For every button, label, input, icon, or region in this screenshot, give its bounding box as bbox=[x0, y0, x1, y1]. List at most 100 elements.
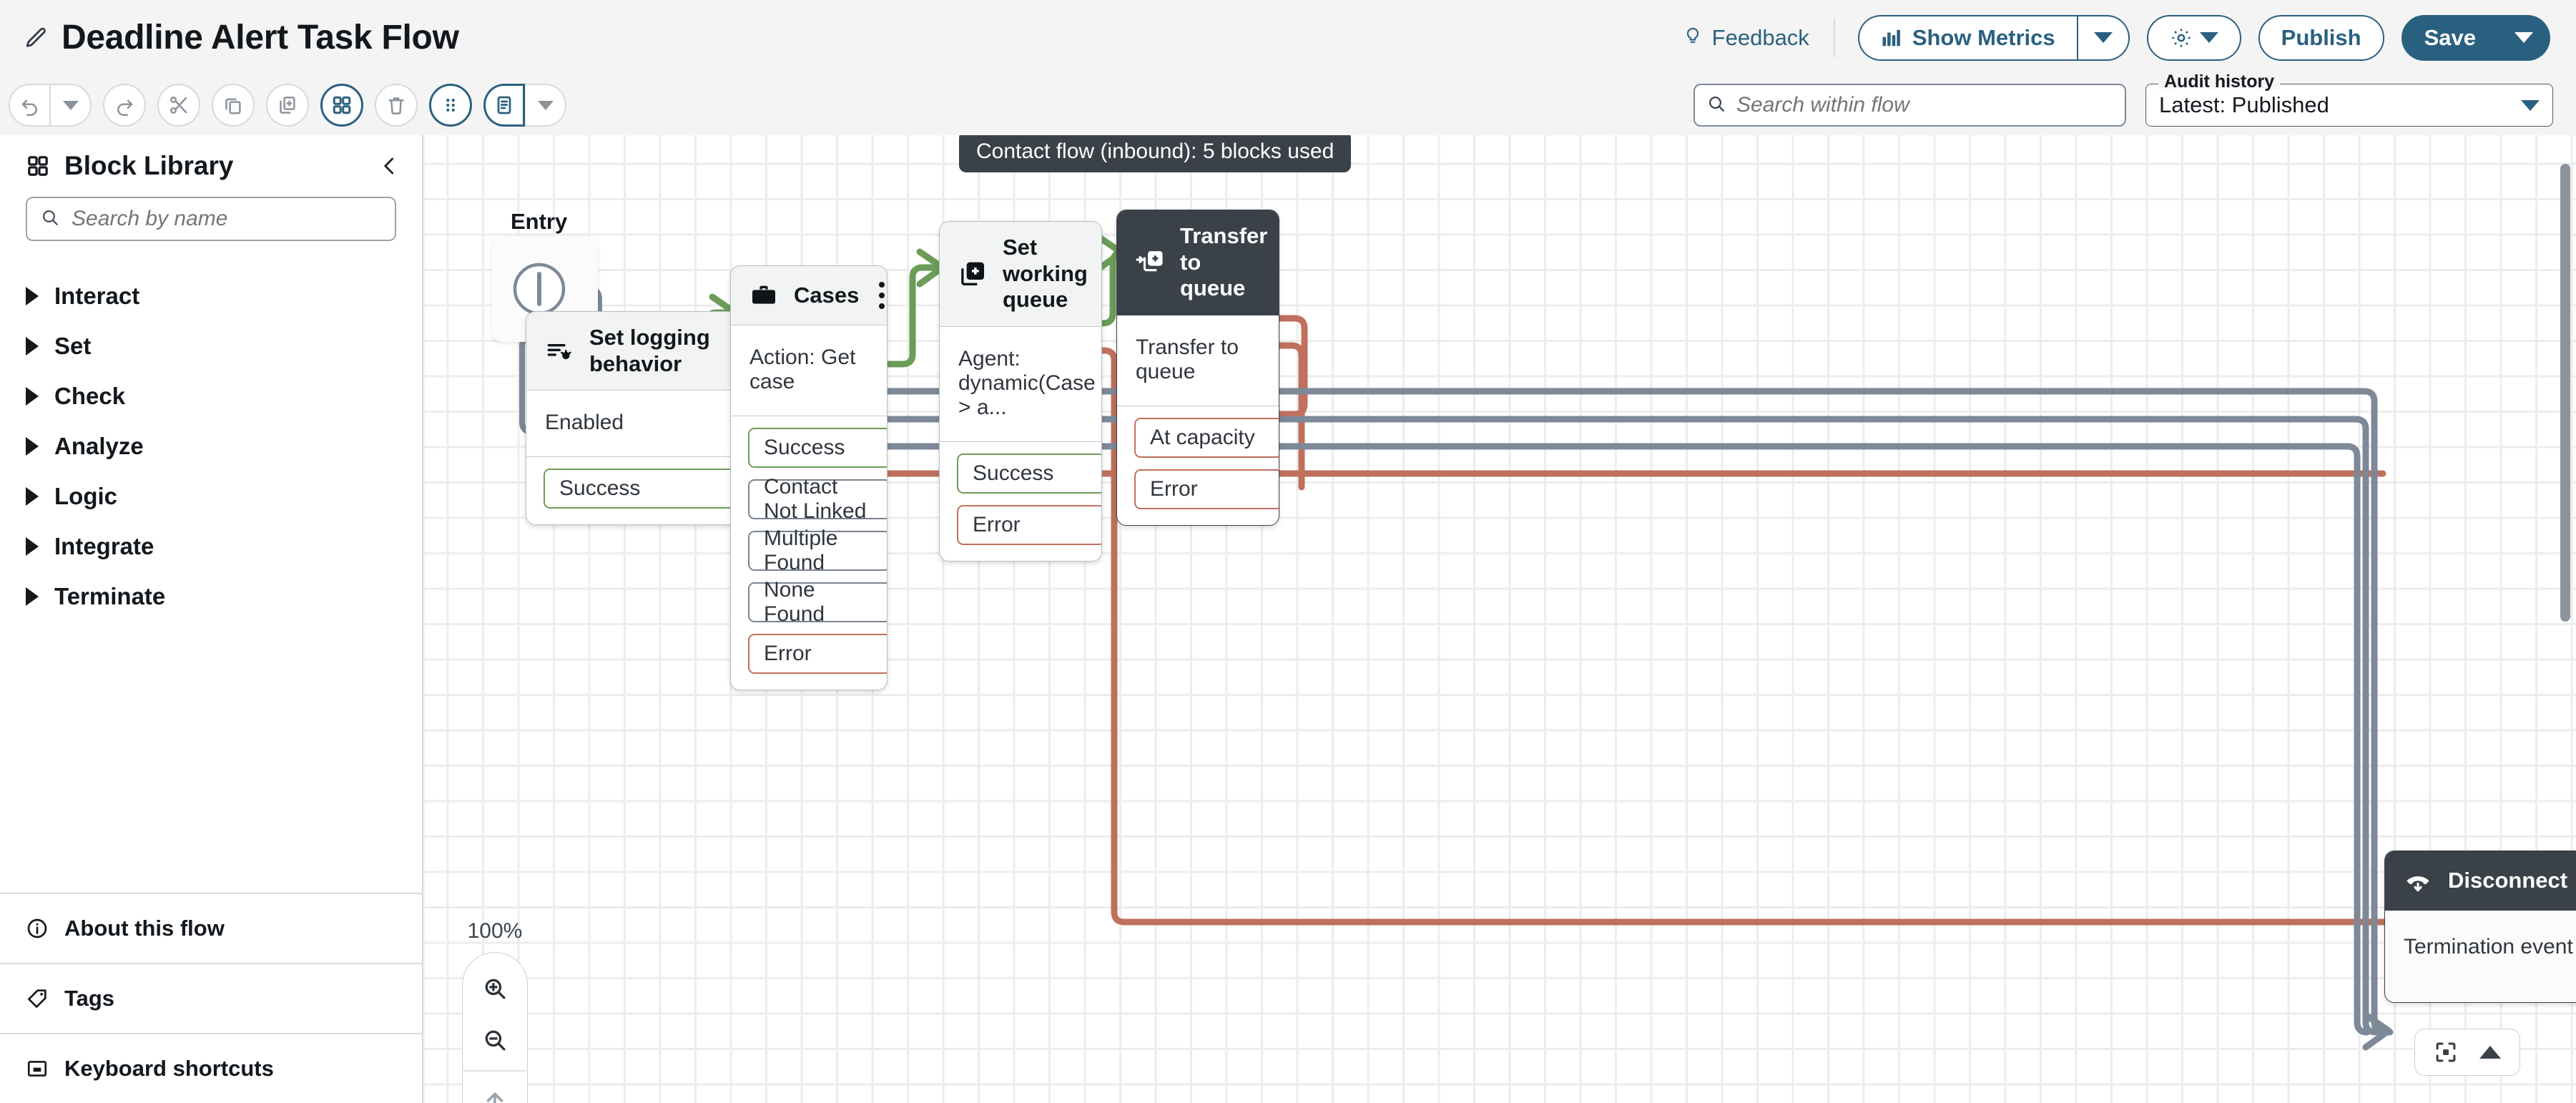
cut-button[interactable] bbox=[157, 84, 200, 127]
grid-layout-button[interactable] bbox=[320, 84, 363, 127]
flow-title-group: Deadline Alert Task Flow bbox=[24, 18, 459, 57]
hangup-icon bbox=[2407, 876, 2429, 892]
chevron-down-icon bbox=[2514, 32, 2533, 43]
undo-button[interactable] bbox=[9, 84, 50, 127]
chevron-down-icon bbox=[62, 100, 79, 110]
sidebar-item-interact[interactable]: Interact bbox=[0, 271, 422, 321]
save-button[interactable]: Save bbox=[2401, 14, 2498, 61]
port-success[interactable]: Success bbox=[957, 453, 1101, 494]
publish-button[interactable]: Publish bbox=[2258, 14, 2384, 61]
sidebar-item-logic[interactable]: Logic bbox=[0, 471, 422, 521]
duplicate-button[interactable] bbox=[266, 84, 309, 127]
show-metrics-button[interactable]: Show Metrics bbox=[1857, 14, 2078, 61]
collapse-sidebar-button[interactable] bbox=[379, 155, 400, 177]
copy-button[interactable] bbox=[212, 84, 255, 127]
port-none-found[interactable]: None Found bbox=[748, 578, 887, 626]
expand-panel-button[interactable] bbox=[2479, 1046, 2501, 1059]
node-header[interactable]: Transfer to queue bbox=[1117, 210, 1279, 315]
audit-history-value: Latest: Published bbox=[2159, 92, 2329, 117]
node-body: Enabled bbox=[526, 391, 820, 458]
logging-icon bbox=[547, 343, 571, 359]
undo-split bbox=[9, 84, 92, 127]
sidebar-item-label: Analyze bbox=[54, 433, 144, 459]
search-within-flow[interactable] bbox=[1693, 84, 2126, 127]
node-set-working-queue[interactable]: Set working queue Agent: dynamic(Case > … bbox=[939, 221, 1102, 562]
block-search-input[interactable] bbox=[72, 207, 382, 231]
chevron-right-icon bbox=[26, 437, 39, 456]
block-library-sidebar: Block Library Interact Set bbox=[0, 135, 423, 1103]
zoom-controls bbox=[462, 952, 528, 1103]
notes-dropdown-button[interactable] bbox=[525, 84, 566, 127]
node-title: Set logging behavior bbox=[589, 325, 710, 376]
grid-icon bbox=[333, 96, 351, 114]
sidebar-item-keyboard-shortcuts[interactable]: Keyboard shortcuts bbox=[0, 1033, 422, 1103]
sidebar-item-about-this-flow[interactable]: About this flow bbox=[0, 893, 422, 963]
zoom-divider bbox=[462, 1070, 528, 1072]
save-split: Save bbox=[2401, 14, 2550, 61]
info-icon bbox=[27, 918, 47, 938]
port-error[interactable]: Error bbox=[957, 504, 1101, 545]
chevron-down-icon bbox=[2521, 99, 2540, 111]
node-header[interactable]: Cases bbox=[731, 266, 887, 325]
node-body[interactable]: Agent: dynamic(Case > a... bbox=[940, 327, 1101, 442]
audit-history-select[interactable]: Latest: Published bbox=[2145, 84, 2553, 127]
settings-dropdown-button[interactable] bbox=[2146, 14, 2241, 61]
sidebar-item-terminate[interactable]: Terminate bbox=[0, 572, 422, 622]
node-ports: Success Contact Not Linked Multiple Foun… bbox=[731, 416, 887, 690]
sidebar-item-tags[interactable]: Tags bbox=[0, 963, 422, 1033]
show-metrics-dropdown-button[interactable] bbox=[2077, 14, 2130, 61]
node-menu-button[interactable] bbox=[875, 279, 887, 312]
notes-button[interactable] bbox=[483, 84, 525, 127]
sidebar-item-check[interactable]: Check bbox=[0, 371, 422, 421]
zoom-level-label: 100% bbox=[467, 919, 523, 943]
zoom-in-button[interactable] bbox=[462, 963, 528, 1014]
chevron-down-icon bbox=[537, 100, 554, 110]
node-transfer-to-queue[interactable]: Transfer to queue Transfer to queue At c… bbox=[1116, 210, 1279, 526]
zoom-out-button[interactable] bbox=[462, 1014, 528, 1066]
sidebar-header: Block Library bbox=[0, 135, 422, 194]
sidebar-footer-label: Keyboard shortcuts bbox=[64, 1056, 274, 1081]
zoom-in-icon bbox=[485, 979, 506, 999]
blocks-used-badge: Contact flow (inbound): 5 blocks used bbox=[959, 135, 1352, 172]
sidebar-footer-label: About this flow bbox=[64, 916, 225, 941]
pencil-icon[interactable] bbox=[24, 26, 49, 50]
sidebar-item-integrate[interactable]: Integrate bbox=[0, 521, 422, 572]
delete-button[interactable] bbox=[375, 84, 418, 127]
save-dropdown-button[interactable] bbox=[2498, 14, 2550, 61]
port-at-capacity[interactable]: At capacity bbox=[1134, 417, 1279, 458]
sidebar-item-set[interactable]: Set bbox=[0, 321, 422, 371]
chevron-down-icon bbox=[2199, 32, 2218, 43]
search-icon bbox=[40, 207, 60, 231]
port-multiple-found[interactable]: Multiple Found bbox=[748, 526, 887, 574]
undo-dropdown-button[interactable] bbox=[50, 84, 92, 127]
redo-button[interactable] bbox=[103, 84, 146, 127]
sidebar-item-label: Interact bbox=[54, 283, 140, 309]
distribute-button[interactable] bbox=[429, 84, 472, 127]
fit-to-screen-icon[interactable] bbox=[2434, 1040, 2458, 1064]
node-body: Action: Get case bbox=[731, 325, 887, 416]
sidebar-item-analyze[interactable]: Analyze bbox=[0, 421, 422, 471]
publish-label: Publish bbox=[2281, 24, 2361, 50]
node-disconnect[interactable]: Disconnect Termination event bbox=[2384, 850, 2576, 1003]
pan-up-button[interactable] bbox=[462, 1077, 528, 1103]
sidebar-item-label: Terminate bbox=[54, 583, 166, 609]
audit-history-label: Audit history bbox=[2158, 73, 2281, 91]
port-success[interactable]: Success bbox=[748, 428, 887, 468]
show-metrics-label: Show Metrics bbox=[1912, 24, 2055, 50]
node-header[interactable]: Set working queue bbox=[940, 222, 1101, 327]
flow-canvas[interactable]: Entry Set logging behavior Enabled Succe… bbox=[425, 135, 2576, 1103]
save-label: Save bbox=[2424, 24, 2476, 50]
port-contact-not-linked[interactable]: Contact Not Linked bbox=[748, 475, 887, 523]
block-search[interactable] bbox=[26, 197, 396, 241]
feedback-button[interactable]: Feedback bbox=[1683, 25, 1809, 51]
canvas-vertical-scrollbar[interactable] bbox=[2560, 164, 2570, 622]
transfer-queue-icon bbox=[1136, 250, 1163, 272]
node-cases[interactable]: Cases Action: Get case Success Contact N… bbox=[730, 265, 888, 690]
sidebar-item-label: Logic bbox=[54, 483, 117, 509]
chevron-right-icon bbox=[26, 287, 39, 305]
search-input[interactable] bbox=[1736, 93, 2113, 117]
port-error[interactable]: Error bbox=[1134, 469, 1279, 509]
port-error[interactable]: Error bbox=[748, 634, 887, 674]
node-header[interactable]: Disconnect bbox=[2385, 851, 2576, 911]
